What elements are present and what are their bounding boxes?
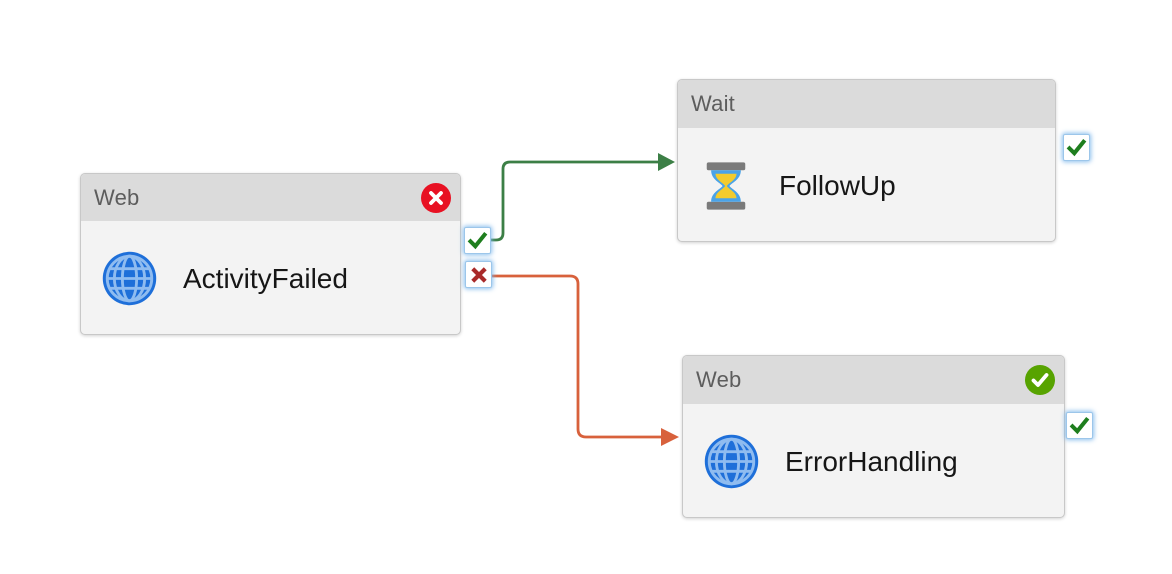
activity-node-followup[interactable]: Wait FollowUp bbox=[677, 79, 1056, 242]
success-output-port[interactable] bbox=[1063, 134, 1090, 161]
activity-node-errorhandling[interactable]: Web ErrorHandling bbox=[682, 355, 1065, 518]
activity-type-label: Wait bbox=[691, 91, 735, 116]
activity-name: ErrorHandling bbox=[785, 445, 958, 477]
error-badge-icon bbox=[421, 183, 451, 213]
activity-body: ActivityFailed bbox=[81, 221, 460, 334]
edge-on-success-line[interactable] bbox=[491, 160, 658, 242]
success-badge-icon bbox=[1025, 365, 1055, 395]
check-icon bbox=[467, 231, 488, 250]
activity-type-label: Web bbox=[94, 184, 140, 210]
cross-icon bbox=[470, 266, 487, 283]
failure-output-port[interactable] bbox=[465, 261, 492, 288]
edge-on-failure[interactable] bbox=[492, 274, 679, 446]
globe-icon bbox=[704, 434, 759, 489]
activity-header: Web bbox=[81, 174, 460, 221]
hourglass-icon bbox=[706, 161, 746, 210]
edge-on-failure-arrowhead bbox=[661, 428, 679, 446]
activity-node-activityfailed[interactable]: Web ActivityFailed bbox=[80, 173, 461, 335]
activity-body: FollowUp bbox=[678, 128, 1055, 241]
activity-name: FollowUp bbox=[779, 169, 896, 201]
check-icon bbox=[1066, 138, 1087, 157]
activity-name: ActivityFailed bbox=[183, 262, 348, 294]
activity-body: ErrorHandling bbox=[683, 404, 1064, 517]
activity-header: Wait bbox=[678, 80, 1055, 128]
edge-on-success[interactable] bbox=[491, 153, 675, 242]
check-icon bbox=[1069, 416, 1090, 435]
activity-type-label: Web bbox=[696, 367, 742, 392]
activity-header: Web bbox=[683, 356, 1064, 404]
success-output-port[interactable] bbox=[1066, 412, 1093, 439]
edge-on-success-arrowhead bbox=[658, 153, 675, 171]
globe-icon bbox=[102, 251, 157, 306]
success-output-port[interactable] bbox=[464, 227, 491, 254]
edge-on-failure-line[interactable] bbox=[492, 274, 661, 439]
